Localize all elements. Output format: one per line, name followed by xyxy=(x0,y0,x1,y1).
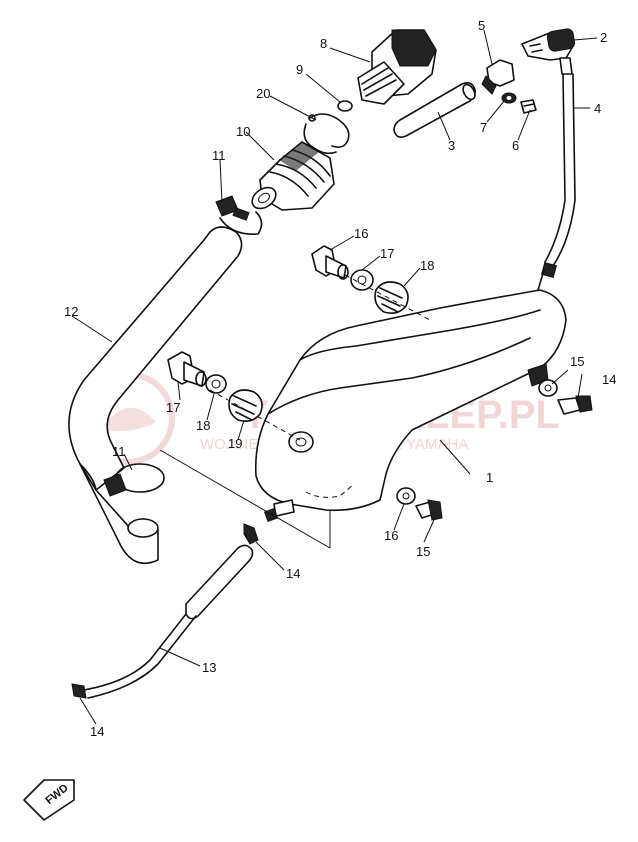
callout-19-upper: 18 xyxy=(420,258,434,273)
part-11-lower-clamp xyxy=(103,463,165,497)
part-13-drain-hose xyxy=(71,544,254,699)
part-17-18-19-lower-group xyxy=(167,351,263,422)
callout-17-upper: 16 xyxy=(354,226,368,241)
part-10-intake-boot xyxy=(251,141,335,211)
assembly-line-1 xyxy=(209,389,301,441)
callout-11-upper: 11 xyxy=(212,148,226,163)
part-17-18-19-upper-group xyxy=(311,245,409,314)
assembly-line-2 xyxy=(344,274,431,321)
callout-1: 1 xyxy=(486,470,493,485)
callout-17-lower: 17 xyxy=(166,400,180,415)
callout-12: 12 xyxy=(64,304,78,319)
callout-labels: 2 4 5 3 7 6 8 9 20 10 11 12 11 16 17 18 … xyxy=(64,18,616,739)
part-15-16-right-upper xyxy=(538,379,593,415)
part-9-o-ring xyxy=(337,100,353,112)
callout-9: 9 xyxy=(296,62,303,77)
fwd-direction-badge: FWD xyxy=(23,779,75,821)
callout-20: 20 xyxy=(256,86,270,101)
callout-5: 5 xyxy=(478,18,485,33)
callout-6: 6 xyxy=(512,138,519,153)
callout-16-lower: 16 xyxy=(384,528,398,543)
part-15-16-right-lower xyxy=(396,487,443,521)
callout-7: 7 xyxy=(480,120,487,135)
callout-18-upper: 17 xyxy=(380,246,394,261)
callout-3: 3 xyxy=(448,138,455,153)
callout-14-upper: 14 xyxy=(286,566,300,581)
callout-16-upper: 15 xyxy=(570,354,584,369)
part-1-air-cleaner-case xyxy=(254,269,567,523)
part-6-7-screw-washer xyxy=(501,92,537,114)
assembly-line-3 xyxy=(159,449,331,549)
callout-19-lower: 19 xyxy=(228,436,242,451)
part-14-upper-clip xyxy=(243,523,259,545)
fwd-arrow-icon xyxy=(23,779,75,821)
leader-lines xyxy=(71,29,598,725)
part-5-hose-clip xyxy=(481,59,515,95)
callout-15-lower: 15 xyxy=(416,544,430,559)
callout-4: 4 xyxy=(594,101,601,116)
watermark-logo-mark xyxy=(100,407,156,431)
callout-13: 13 xyxy=(202,660,216,675)
callout-2: 2 xyxy=(600,30,607,45)
callout-11-lower: 11 xyxy=(112,444,126,459)
callout-14-lower: 14 xyxy=(90,724,104,739)
callout-10: 10 xyxy=(236,124,250,139)
part-8-intake-cap xyxy=(357,29,437,105)
callout-15-upper: 14 xyxy=(602,372,616,387)
part-12-intake-pipe xyxy=(68,226,243,565)
part-4-vent-hose xyxy=(541,73,576,278)
part-3-short-hose xyxy=(393,82,476,138)
callout-18-lower: 18 xyxy=(196,418,210,433)
part-2-elbow-fitting xyxy=(521,28,576,75)
callout-8: 8 xyxy=(320,36,327,51)
